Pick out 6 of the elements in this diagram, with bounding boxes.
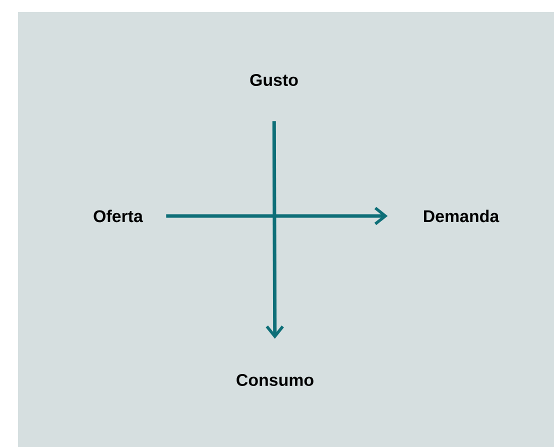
arrow [266,121,284,339]
node-label: Consumo [236,374,314,386]
arrow [166,206,388,226]
node-label: Gusto [250,74,298,86]
node-label: Oferta [94,210,144,222]
node-label: Demanda [424,210,500,222]
